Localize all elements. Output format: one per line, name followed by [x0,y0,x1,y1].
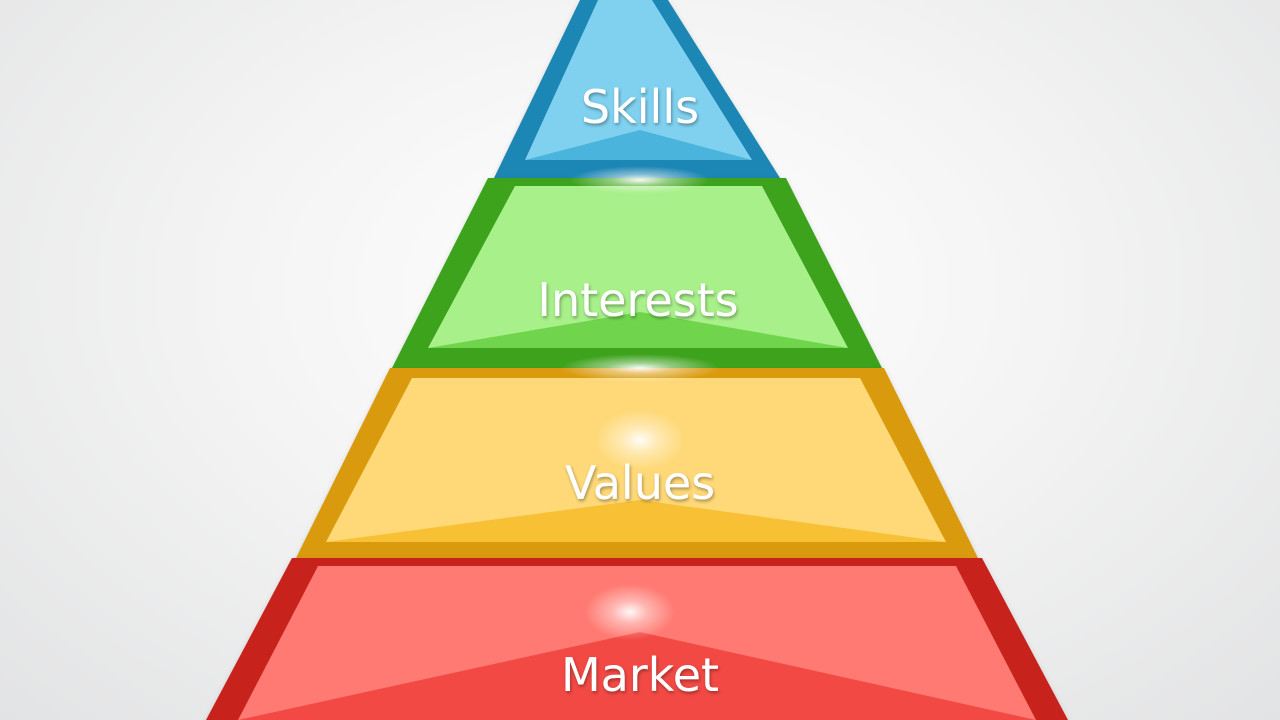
tier-interests [392,178,882,368]
tier-label-market: Market [561,648,719,702]
tier-skills-face [525,0,752,160]
glint-interests [560,354,720,382]
tier-label-values: Values [565,456,715,510]
tier-values-bevel-bottom [296,542,978,558]
tier-interests-face [428,186,848,348]
tier-market-facet [238,632,1036,720]
glint-market [585,584,675,640]
tier-label-interests: Interests [537,273,738,327]
tier-interests-facet [428,312,848,348]
tier-skills [494,0,780,178]
tier-skills-facet [525,130,752,160]
glint-values [595,410,685,470]
tier-label-skills: Skills [581,80,699,134]
tier-values-facet [326,500,946,542]
glint-skills [570,166,710,194]
